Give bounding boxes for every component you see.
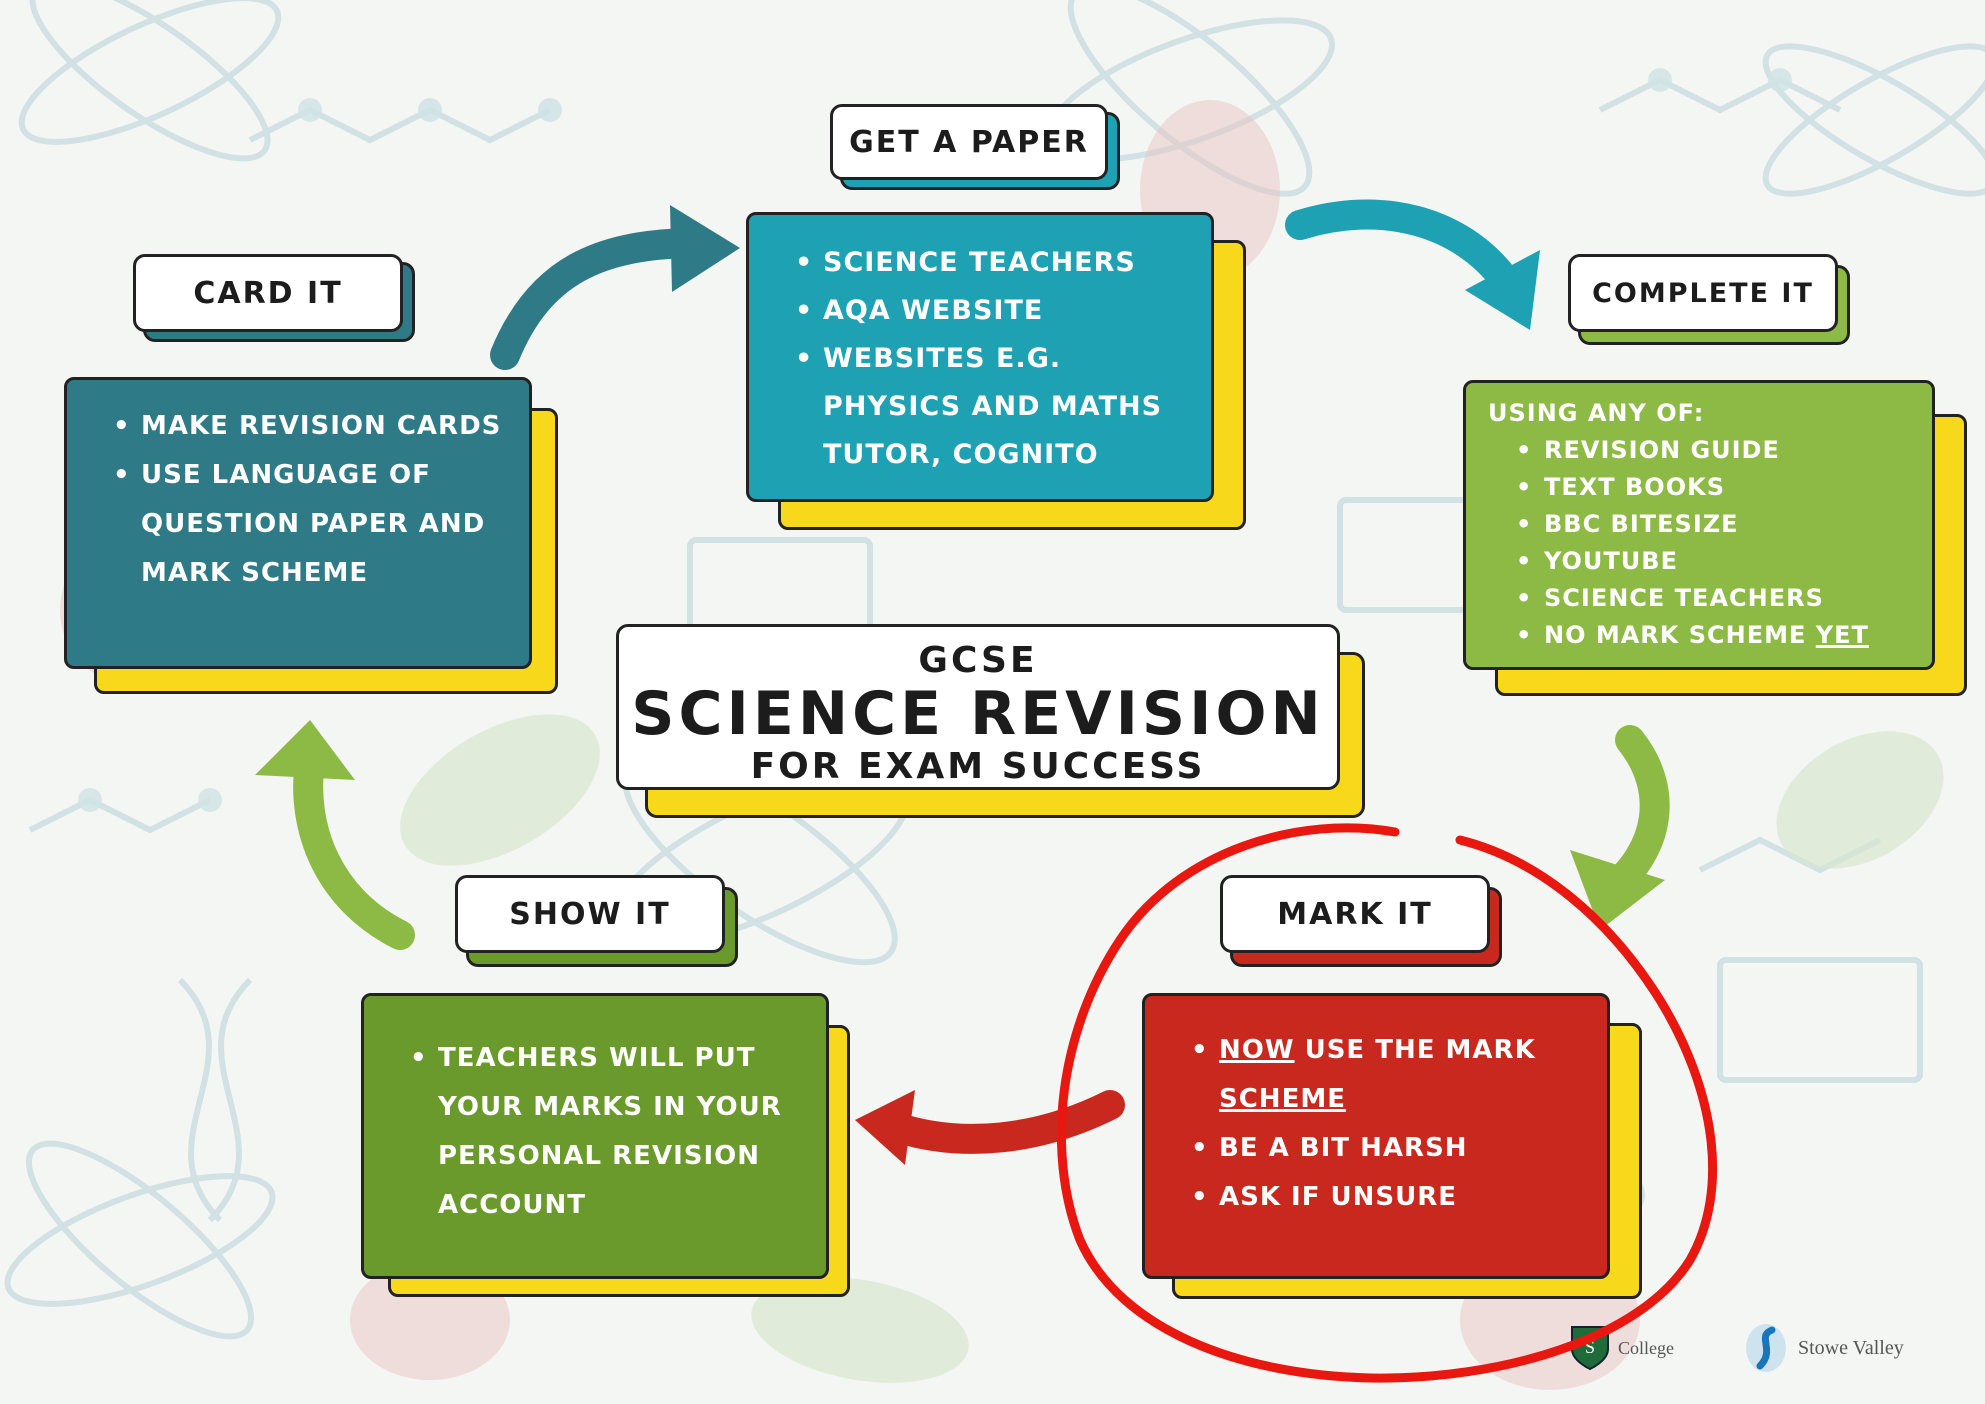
get-paper-item: SCIENCE TEACHERS <box>789 239 1191 287</box>
get-paper-item: AQA WEBSITE <box>789 287 1191 335</box>
arrow-mark-to-show <box>875 1090 1125 1154</box>
complete-it-box: USING ANY OF: REVISION GUIDE TEXT BOOKS … <box>1463 380 1935 670</box>
mark-it-item: ASK IF UNSURE <box>1185 1173 1583 1222</box>
now-emphasis: NOW <box>1219 1035 1295 1065</box>
scheme-emphasis: SCHEME <box>1219 1084 1346 1114</box>
svg-text:S: S <box>1585 1337 1595 1357</box>
stowe-valley-logo: Stowe Valley <box>1742 1322 1904 1374</box>
stowe-valley-text: Stowe Valley <box>1798 1336 1904 1359</box>
complete-it-item: BBC BITESIZE <box>1510 506 1912 543</box>
complete-it-item-last: NO MARK SCHEME YET <box>1510 617 1912 654</box>
arrow-show-to-card <box>293 745 415 950</box>
get-paper-item: WEBSITES E.G. PHYSICS AND MATHS TUTOR, C… <box>789 335 1191 479</box>
show-it-item: TEACHERS WILL PUT YOUR MARKS IN YOUR PER… <box>404 1034 796 1230</box>
title-box: GCSE SCIENCE REVISION FOR EXAM SUCCESS <box>616 624 1340 790</box>
card-it-label: CARD IT <box>133 254 403 332</box>
show-it-label: SHOW IT <box>455 875 725 953</box>
arrow-card-to-paper <box>490 228 705 370</box>
get-paper-label: GET A PAPER <box>830 104 1108 180</box>
arrow-show-to-card-head <box>255 720 355 780</box>
arrow-paper-to-complete <box>1285 199 1520 295</box>
arrow-paper-to-complete-head <box>1465 250 1540 330</box>
show-it-box: TEACHERS WILL PUT YOUR MARKS IN YOUR PER… <box>361 993 829 1279</box>
arrow-mark-to-show-head <box>855 1090 915 1165</box>
swirl-logo-icon <box>1746 1324 1786 1372</box>
title-gcse: GCSE <box>918 640 1038 681</box>
complete-it-item: YOUTUBE <box>1510 543 1912 580</box>
college-logo-text: College <box>1618 1337 1674 1358</box>
complete-it-label: COMPLETE IT <box>1568 254 1838 332</box>
complete-it-item: SCIENCE TEACHERS <box>1510 580 1912 617</box>
mark-it-item: NOW USE THE MARK SCHEME <box>1185 1026 1583 1124</box>
mark-it-label: MARK IT <box>1220 875 1490 953</box>
title-sub: FOR EXAM SUCCESS <box>750 746 1206 787</box>
get-paper-box: SCIENCE TEACHERS AQA WEBSITE WEBSITES E.… <box>746 212 1214 502</box>
shield-icon: S <box>1571 1326 1609 1371</box>
card-it-item: USE LANGUAGE OF QUESTION PAPER AND MARK … <box>107 451 505 598</box>
complete-it-item: REVISION GUIDE <box>1510 432 1912 469</box>
college-logo: S College <box>1570 1325 1674 1371</box>
card-it-item: MAKE REVISION CARDS <box>107 402 505 451</box>
mark-it-item: BE A BIT HARSH <box>1185 1124 1583 1173</box>
title-main: SCIENCE REVISION <box>631 679 1325 749</box>
mark-it-box: NOW USE THE MARK SCHEME BE A BIT HARSH A… <box>1142 993 1610 1279</box>
complete-it-intro: USING ANY OF: <box>1488 399 1705 427</box>
complete-it-item: TEXT BOOKS <box>1510 469 1912 506</box>
arrow-card-to-paper-head <box>670 205 740 292</box>
yet-emphasis: YET <box>1815 621 1869 649</box>
card-it-box: MAKE REVISION CARDS USE LANGUAGE OF QUES… <box>64 377 532 669</box>
